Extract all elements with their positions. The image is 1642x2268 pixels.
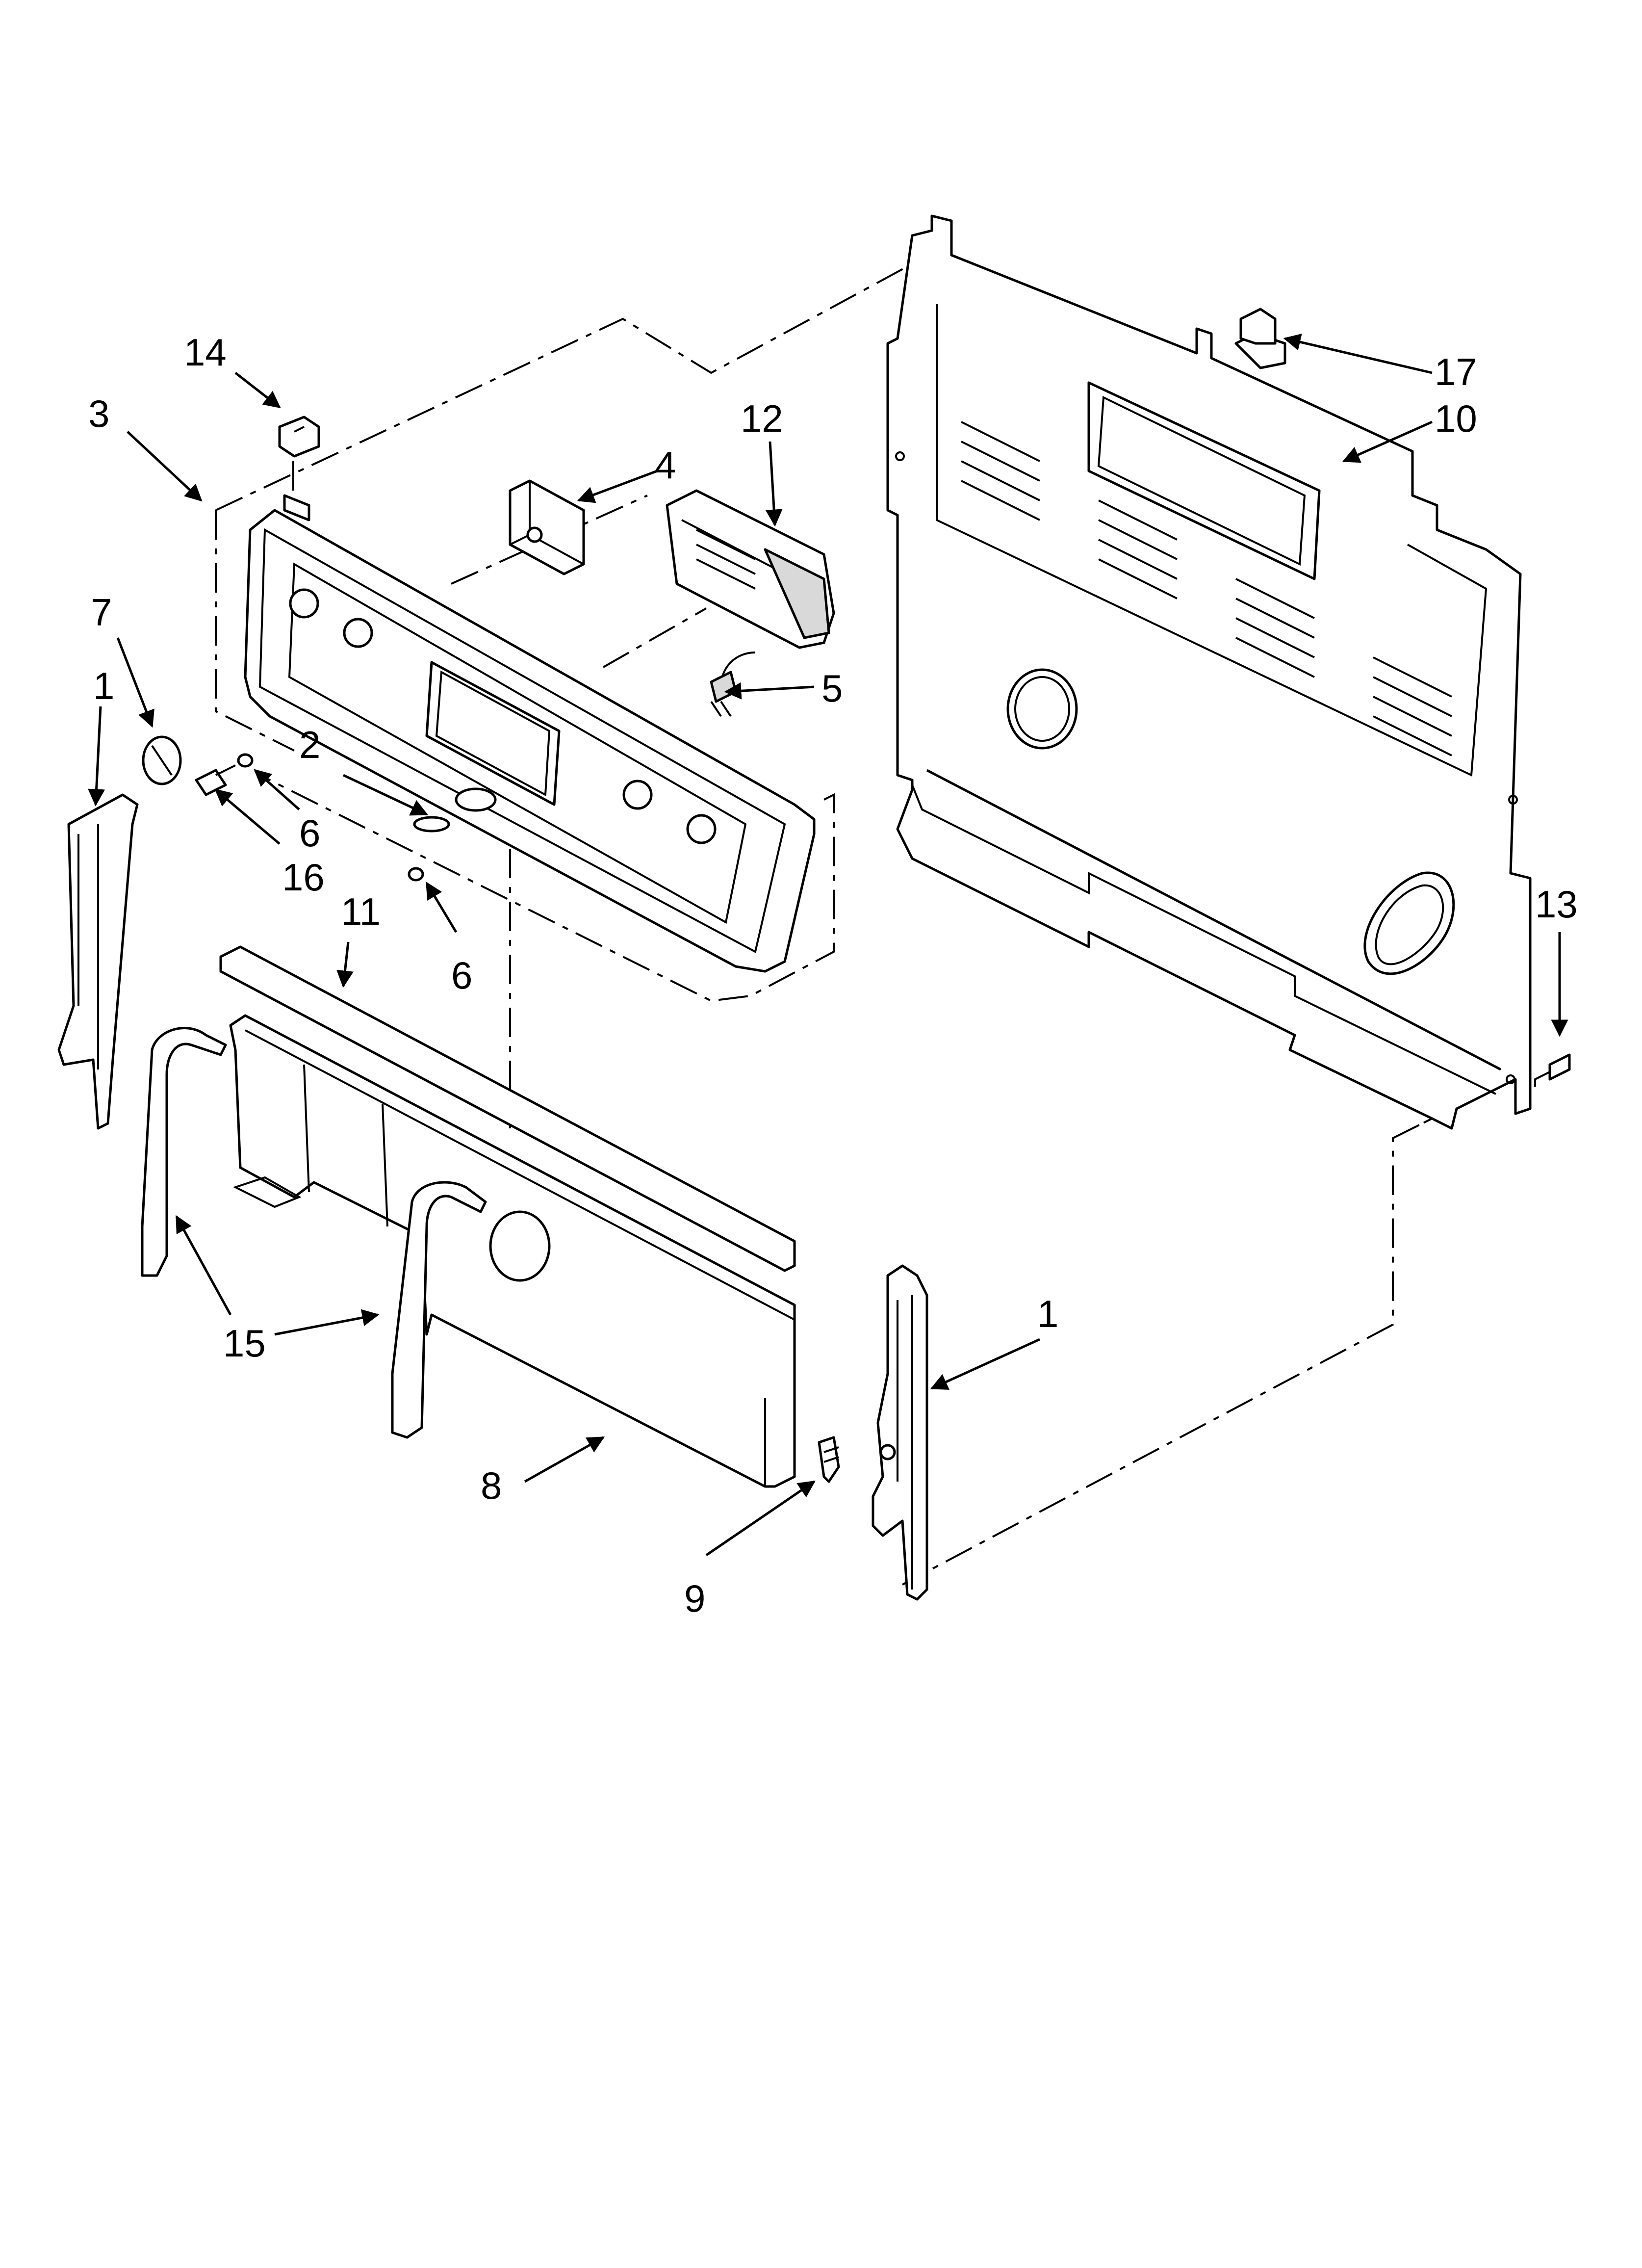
callout-1-left: 1	[93, 664, 114, 707]
control-board-part-12	[666, 489, 835, 649]
callout-labels: 14 3 12 4 17 10 7 1 5 2 6 16 11 6 13 15 …	[88, 331, 1578, 1620]
callout-14: 14	[184, 331, 227, 374]
screws	[195, 753, 1571, 1483]
top-trim-part-11	[219, 945, 796, 1272]
callout-7: 7	[91, 591, 112, 634]
callout-15: 15	[223, 1322, 266, 1365]
callout-6-upper: 6	[299, 811, 320, 855]
callout-2: 2	[299, 723, 320, 766]
callout-5: 5	[821, 667, 843, 710]
side-bracket-left-part-1	[57, 793, 139, 1130]
assembly-dashed-outlines	[215, 244, 1452, 1586]
callout-4: 4	[655, 443, 676, 487]
clip-part-17	[1239, 308, 1277, 345]
infinite-switch-part-4	[509, 479, 585, 575]
control-panel-console	[244, 494, 816, 973]
callout-8: 8	[481, 1464, 502, 1507]
end-cap-brackets-part-15	[141, 1027, 487, 1439]
callout-13: 13	[1535, 883, 1578, 926]
callout-1-right: 1	[1037, 1292, 1058, 1335]
knob-part-7	[142, 735, 182, 785]
rear-panel	[886, 214, 1532, 1130]
vent-slots	[961, 421, 1452, 756]
wire-harness-part-5	[710, 652, 756, 717]
callout-11: 11	[341, 890, 381, 933]
backsplash-part-8	[229, 1014, 796, 1488]
switch-part-14	[278, 416, 320, 458]
leader-lines	[88, 334, 1568, 1557]
callout-10: 10	[1435, 397, 1477, 440]
callout-3: 3	[88, 392, 109, 435]
callout-9: 9	[684, 1577, 705, 1620]
callout-16: 16	[282, 856, 325, 899]
callout-6-lower: 6	[451, 954, 472, 997]
callout-17: 17	[1435, 350, 1477, 393]
callout-12: 12	[741, 397, 783, 440]
side-bracket-right-part-1	[872, 1264, 928, 1601]
